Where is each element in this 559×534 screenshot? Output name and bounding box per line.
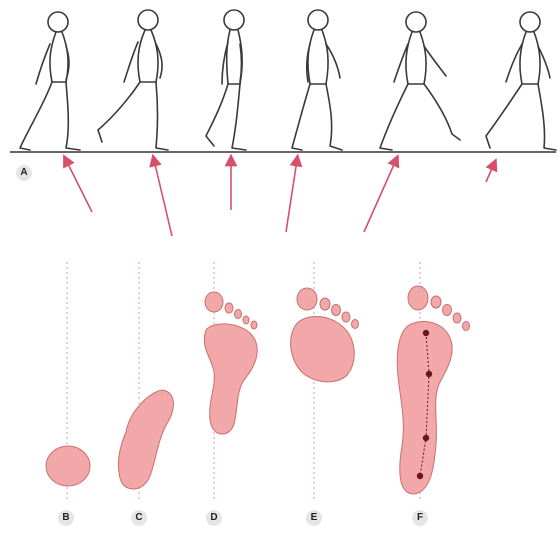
footprint-d-toe-2 <box>225 303 233 313</box>
pressure-point-4 <box>417 473 423 479</box>
arrow-b <box>66 160 92 212</box>
footprint-e-big-toe <box>297 288 317 310</box>
walking-figure-5 <box>380 12 460 150</box>
footprint-d-toe-5 <box>251 321 257 329</box>
footprint-d-big-toe <box>205 292 223 312</box>
panel-label-c: C <box>131 510 147 526</box>
footprint-f-toe-2 <box>431 296 441 308</box>
footprint-b-heel <box>46 446 90 486</box>
footprint-f-toe-3 <box>443 305 452 316</box>
pressure-point-2 <box>426 371 432 377</box>
pressure-point-1 <box>423 330 429 336</box>
footprint-e-forefoot <box>291 316 355 381</box>
walking-figure-2 <box>98 10 168 150</box>
footprint-e <box>291 288 359 382</box>
panel-label-b: B <box>58 510 74 526</box>
walking-figure-6 <box>486 12 556 150</box>
panel-label-a: A <box>16 165 32 181</box>
contact-arrows <box>66 160 494 236</box>
footprint-d-toe-3 <box>235 310 242 319</box>
footprint-f-big-toe <box>408 286 428 310</box>
panel-label-e: E <box>306 510 322 526</box>
pressure-point-3 <box>423 435 429 441</box>
footprint-e-toe-5 <box>352 320 359 329</box>
walking-figure-3 <box>206 10 246 150</box>
footprint-e-toe-2 <box>320 298 330 310</box>
arrow-f <box>364 160 396 232</box>
panel-label-d: D <box>206 510 222 526</box>
footprint-c <box>118 390 173 489</box>
arrow-e <box>286 160 297 232</box>
footprint-e-toe-3 <box>332 305 341 316</box>
footprint-d-toe-4 <box>243 316 249 324</box>
arrow-c <box>154 160 172 236</box>
walking-figure-4 <box>292 10 342 150</box>
footprint-f-toe-4 <box>453 313 461 323</box>
panel-label-f: F <box>412 510 428 526</box>
footprint-f-sole <box>397 321 452 494</box>
footprint-f-toe-5 <box>463 322 470 331</box>
footprint-e-toe-4 <box>342 312 350 322</box>
walking-figure-1 <box>20 12 80 150</box>
footprint-f <box>397 286 469 494</box>
footprint-d-sole <box>204 324 257 434</box>
footprint-d <box>204 292 257 434</box>
arrow-g <box>486 164 494 182</box>
